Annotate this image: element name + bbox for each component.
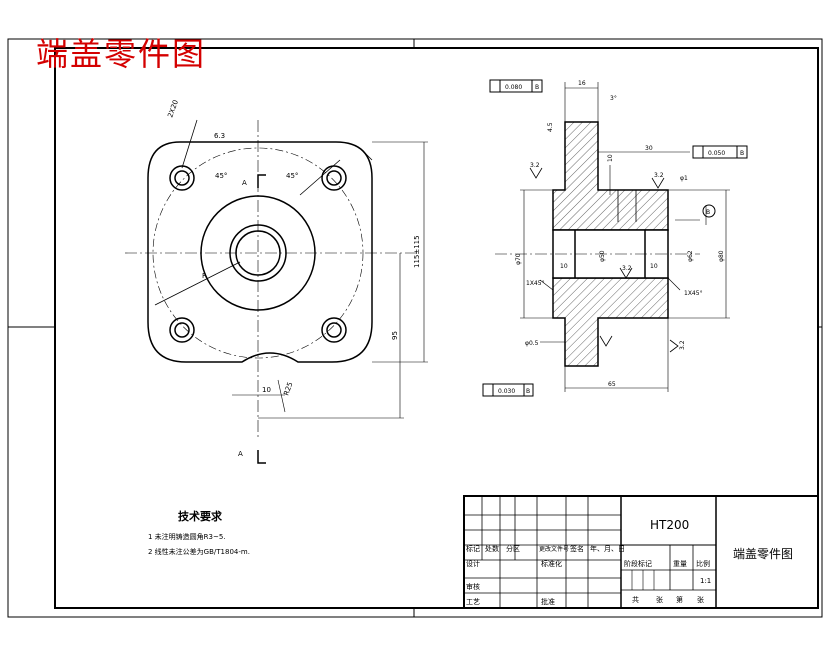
process-label: 工艺 (466, 598, 480, 606)
dim-label: 1X45° (684, 290, 703, 297)
sheet-label: 共 (632, 595, 639, 604)
tol-value: 0.030 (498, 388, 515, 395)
dim-label: 16 (578, 80, 586, 87)
tol-datum: B (535, 84, 539, 91)
technical-requirements: 技术要求 1 未注明铸造圆角R3~5. 2 线性未注公差为GB/T1804-m. (148, 508, 308, 557)
sheet-label: 第 (676, 595, 683, 604)
dim-label: 10 (650, 263, 658, 270)
tol-value: 0.050 (708, 150, 725, 157)
row-label: 标记 (466, 544, 480, 553)
designer-label: 设计 (466, 559, 480, 568)
tech-requirements-title: 技术要求 (178, 510, 222, 523)
inner-frame (54, 47, 819, 609)
row-label: 年、月、日 (590, 544, 625, 553)
dim-label: 3.2 (679, 340, 686, 350)
front-view (125, 119, 428, 464)
dim-label: 3.2 (654, 172, 664, 179)
dim-label: 3.2 (622, 265, 632, 272)
dim-label: φ80 (718, 250, 725, 262)
row-label: 处数 (485, 544, 499, 553)
approve-label: 批准 (541, 597, 555, 606)
stage-label: 重量 (673, 560, 687, 568)
side-view (495, 82, 730, 392)
dim-label: 2X20 (166, 99, 180, 119)
sheet-label: 张 (656, 595, 663, 604)
tech-requirement-item: 1 未注明铸造圆角R3~5. (148, 533, 226, 541)
drawing-title: 端盖零件图 (36, 35, 207, 73)
row-label: 签名 (570, 544, 584, 553)
stage-label: 阶段标记 (624, 559, 652, 568)
row-label: 分区 (506, 544, 520, 553)
dim-label: φ70 (515, 253, 522, 265)
dim-label: R25 (282, 381, 294, 397)
front-view-labels: 2X20 45° 45° A R 115±115 95 10 R25 A 6.3 (166, 99, 421, 458)
outer-frame (7, 38, 823, 618)
dim-label: φ62 (687, 250, 694, 262)
title-block-text: HT200 端盖零件图 1:1 标记 处数 分区 更改文件号 签名 年、月、日 … (466, 518, 793, 606)
dim-label: 95 (391, 331, 399, 340)
dim-label: φ50 (599, 250, 606, 262)
tol-value: 0.080 (505, 84, 522, 91)
side-view-labels: 16 3° 4.5 10 30 3.2 3.2 φ1 φ70 10 10 φ50… (515, 80, 725, 388)
dim-label: R (202, 272, 207, 280)
dim-label: 10 (262, 386, 271, 394)
tol-datum: B (526, 388, 530, 395)
dim-label: A (238, 450, 243, 458)
tol-datum: B (740, 150, 744, 157)
standardize-label: 标准化 (541, 559, 562, 568)
tech-requirement-item: 2 线性未注公差为GB/T1804-m. (148, 548, 250, 556)
dim-label: 45° (286, 172, 298, 180)
dim-label: 3.2 (530, 162, 540, 169)
dim-label: 30 (645, 145, 653, 152)
dim-label: φ0.5 (525, 340, 539, 347)
datum-letter: B (706, 209, 710, 216)
sheet-label: 张 (697, 595, 704, 604)
scale-label: 1:1 (700, 577, 711, 585)
review-label: 审核 (466, 582, 480, 591)
dim-label: 10 (560, 263, 568, 270)
dim-label: 3° (610, 95, 617, 102)
tolerance-frames (482, 79, 748, 397)
roughness-label: 6.3 (214, 132, 225, 140)
dim-label: 1X45° (526, 280, 545, 287)
dim-label: A (242, 179, 247, 187)
dim-label: φ1 (680, 175, 688, 182)
dim-label: 45° (215, 172, 227, 180)
row-label: 更改文件号 (539, 545, 569, 553)
dim-label: 65 (608, 381, 616, 388)
stage-label: 比例 (696, 559, 710, 568)
title-block (463, 495, 819, 609)
part-name-label: 端盖零件图 (733, 547, 793, 561)
dim-label: 115±115 (413, 235, 421, 268)
dim-label: 10 (607, 154, 614, 162)
dim-label: 4.5 (547, 122, 554, 132)
material-label: HT200 (650, 518, 689, 532)
tolerance-frame-labels: 0.080 B 0.050 B 0.030 B B (498, 84, 744, 395)
